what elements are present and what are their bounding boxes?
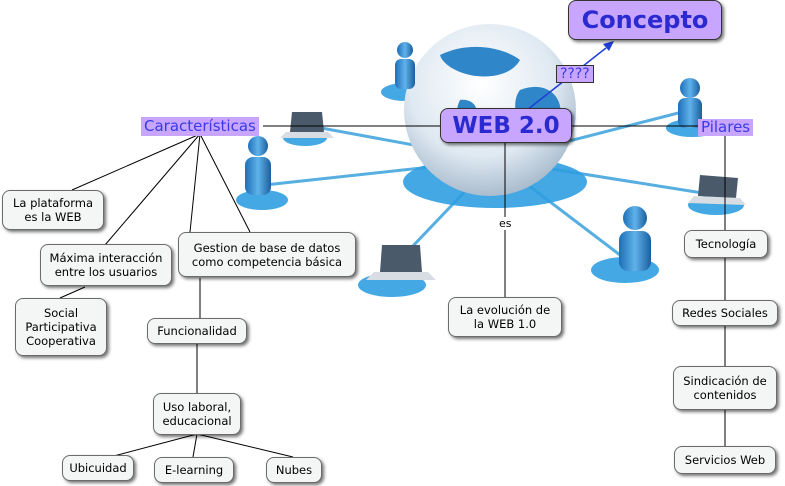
uso-node[interactable]: Uso laboral, educacional: [153, 393, 241, 435]
gestion-node[interactable]: Gestion de base de datos como competenci…: [178, 232, 356, 277]
web20-center-node[interactable]: WEB 2.0: [440, 108, 572, 143]
concept-node[interactable]: Concepto: [568, 0, 722, 40]
tecnologia-node[interactable]: Tecnología: [684, 230, 768, 258]
ubicuidad-node[interactable]: Ubicuidad: [62, 455, 134, 481]
question-label: ????: [556, 65, 594, 83]
nubes-node[interactable]: Nubes: [266, 457, 322, 483]
interaccion-node[interactable]: Máxima interacción entre los usuarios: [40, 244, 172, 286]
redes-sociales-node[interactable]: Redes Sociales: [672, 300, 778, 326]
caracteristicas-label[interactable]: Características: [141, 117, 259, 136]
pilares-label[interactable]: Pilares: [698, 119, 754, 136]
evolucion-web10-node[interactable]: La evolución de la WEB 1.0: [448, 297, 562, 337]
plataforma-node[interactable]: La plataforma es la WEB: [2, 190, 104, 230]
elearning-node[interactable]: E-learning: [154, 457, 234, 483]
social-node[interactable]: Social Participativa Cooperativa: [15, 298, 107, 356]
es-link-label: es: [497, 217, 514, 230]
sindicacion-node[interactable]: Sindicación de contenidos: [673, 366, 777, 410]
funcionalidad-node[interactable]: Funcionalidad: [147, 318, 247, 344]
servicios-web-node[interactable]: Servicios Web: [674, 446, 776, 474]
